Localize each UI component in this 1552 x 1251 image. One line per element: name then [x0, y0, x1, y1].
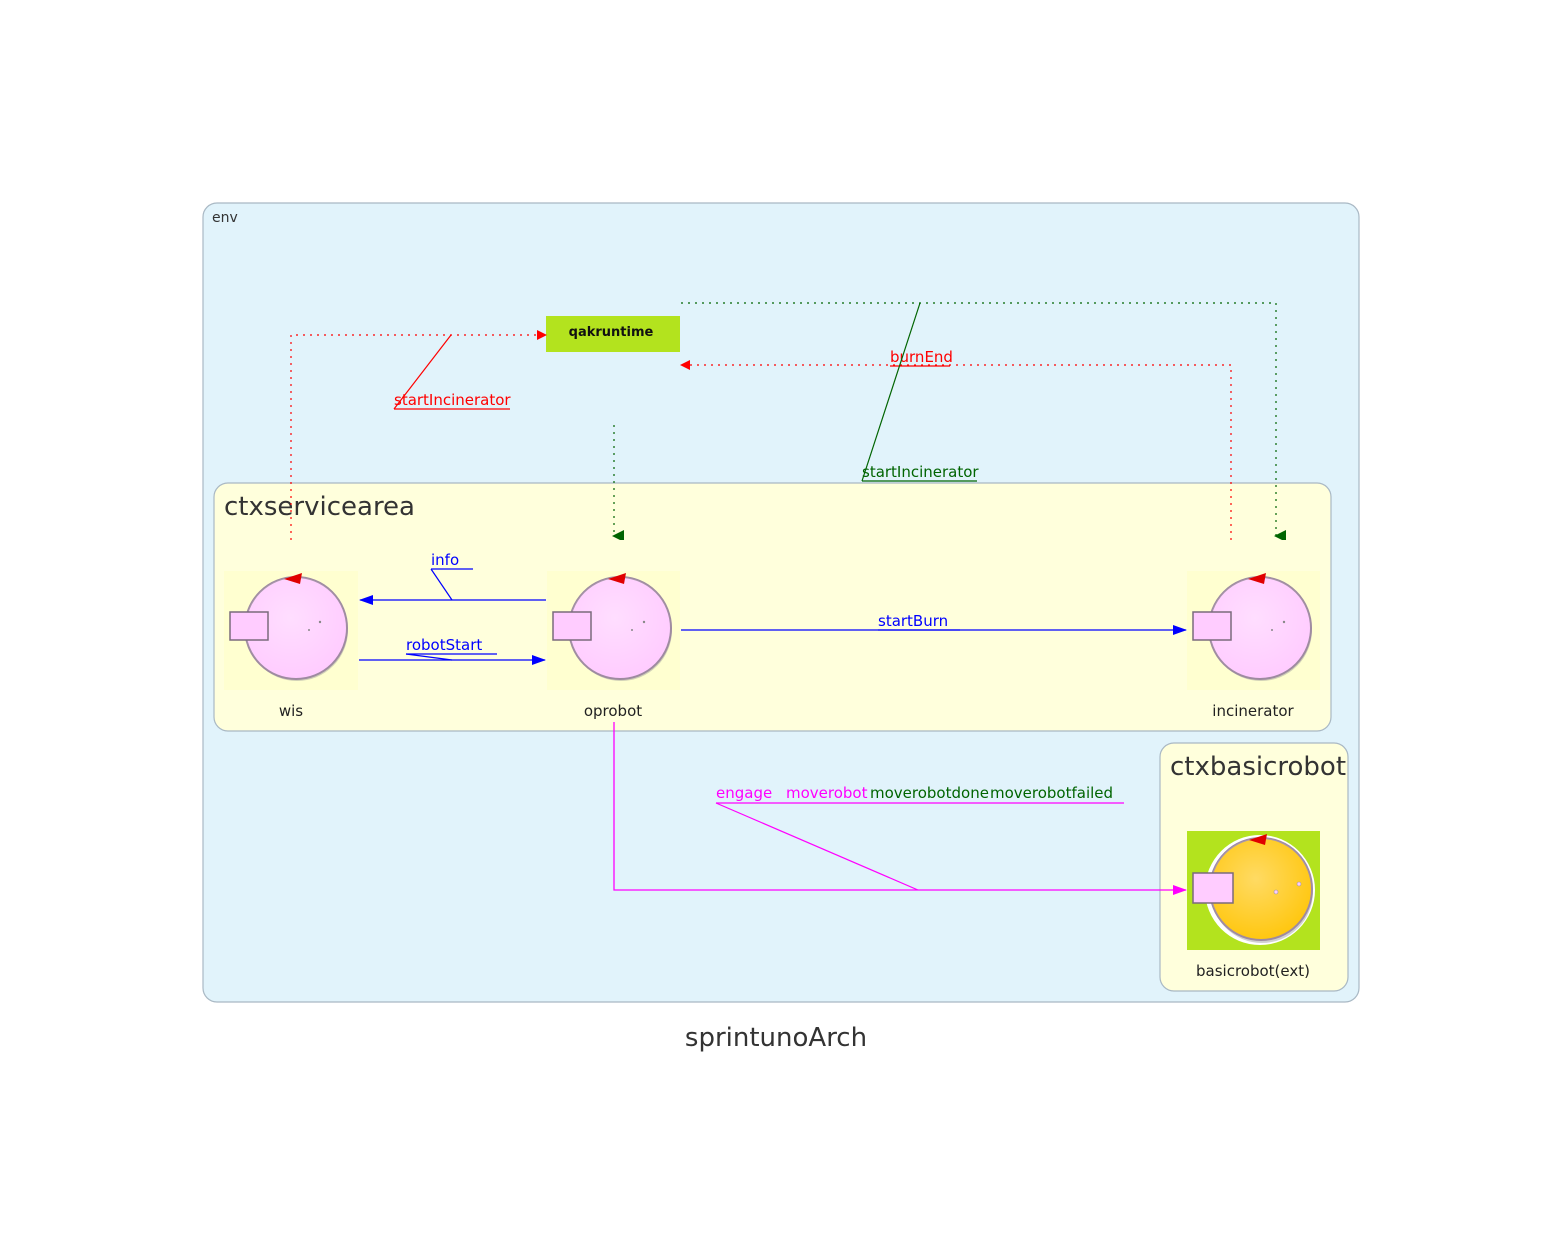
edge-label-moverobot: moverobot	[786, 784, 868, 802]
edge-oprobot-to-basicrobot: engage moverobot moverobotdone moverobot…	[613, 722, 1187, 895]
basicrobot-label: basicrobot(ext)	[1196, 962, 1310, 980]
edge-wis-to-qakruntime: startIncinerator	[290, 330, 547, 540]
edge-label-startIncinerator-reply: startIncinerator	[862, 463, 979, 481]
edge-oprobot-to-incinerator: startBurn	[681, 612, 1187, 635]
wis-node: wis	[224, 571, 358, 720]
edge-label-burnEnd: burnEnd	[890, 348, 953, 366]
edge-oprobot-to-wis: info	[359, 551, 546, 605]
incinerator-node: incinerator	[1187, 571, 1320, 720]
edge-wis-to-oprobot: robotStart	[359, 636, 546, 665]
ctxservicearea-label: ctxservicearea	[224, 492, 415, 522]
ctxbasicrobot-label: ctxbasicrobot	[1170, 752, 1346, 782]
basicrobot-node: basicrobot(ext)	[1187, 831, 1320, 980]
oprobot-label: oprobot	[584, 702, 642, 720]
edge-label-moverobotfailed: moverobotfailed	[990, 784, 1113, 802]
qakruntime-label: qakruntime	[569, 325, 654, 340]
edge-qakruntime-to-incinerator: startIncinerator	[681, 302, 1276, 536]
oprobot-node: oprobot	[547, 571, 680, 720]
edge-label-moverobotdone: moverobotdone	[870, 784, 989, 802]
edge-label-robotStart: robotStart	[406, 636, 482, 654]
diagram-title: sprintunoArch	[685, 1023, 867, 1053]
qakruntime-node: qakruntime	[546, 316, 680, 352]
wis-label: wis	[279, 702, 303, 720]
edge-label-request-group: engage moverobot moverobotdone moverobot…	[716, 784, 1113, 802]
incinerator-label: incinerator	[1212, 702, 1294, 720]
edge-label-engage: engage	[716, 784, 772, 802]
ctxservicearea-cluster: ctxservicearea	[213, 482, 1332, 732]
edge-label-info: info	[431, 551, 459, 569]
env-cluster-label: env	[212, 210, 238, 226]
edge-label-startBurn: startBurn	[878, 612, 948, 630]
edge-label-startIncinerator-event: startIncinerator	[394, 391, 511, 409]
